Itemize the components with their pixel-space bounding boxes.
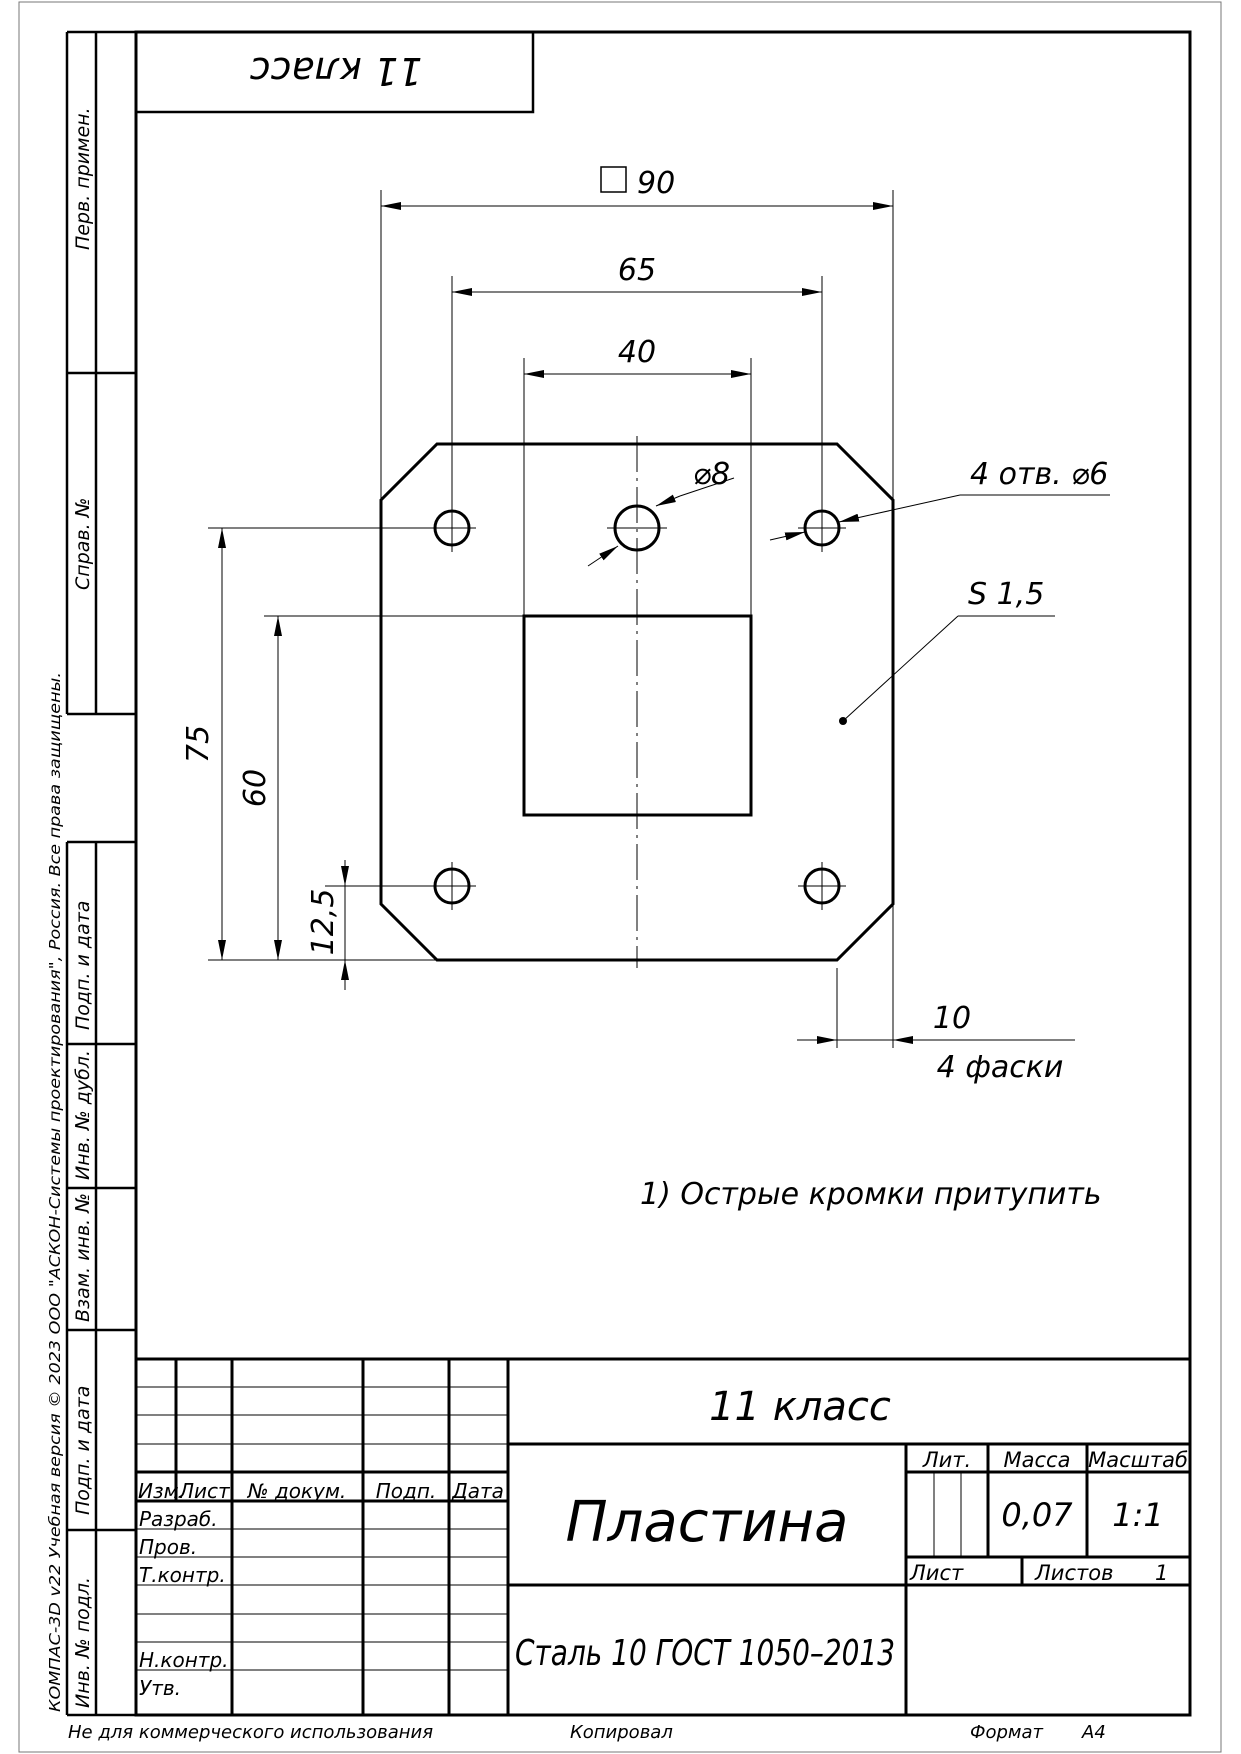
material: Сталь 10 ГОСТ 1050–2013 xyxy=(515,1633,895,1674)
role-utv: Утв. xyxy=(139,1676,181,1700)
role-prov: Пров. xyxy=(139,1535,197,1559)
dim-chamfer-note: 4 фаски xyxy=(937,1050,1064,1085)
thickness-leader-dot xyxy=(839,717,847,725)
role-razrab: Разраб. xyxy=(139,1507,218,1531)
side-label-vzam-inv: Взам. инв. № xyxy=(72,1193,94,1322)
massa-label: Масса xyxy=(1004,1448,1071,1472)
side-label-inv-podl: Инв. № подл. xyxy=(72,1577,94,1708)
masshtab-label: Масштаб xyxy=(1088,1448,1188,1472)
side-label-sprav-no: Справ. № xyxy=(72,498,94,590)
dim-60: 60 xyxy=(238,769,273,807)
designation: 11 класс xyxy=(709,1384,891,1430)
header-no-dokum: № докум. xyxy=(247,1479,347,1503)
role-nkontr: Н.контр. xyxy=(139,1648,229,1672)
top-stamp-box xyxy=(134,30,535,114)
thickness: S 1,5 xyxy=(968,577,1044,612)
footer-format-label: Формат xyxy=(970,1722,1044,1743)
header-podp: Подп. xyxy=(376,1479,437,1503)
top-stamp-text: 11 класс xyxy=(250,49,423,93)
side-label-perv-primen: Перв. примен. xyxy=(72,107,94,250)
header-data: Дата xyxy=(451,1479,504,1503)
sheets-label: Листов xyxy=(1034,1561,1113,1585)
title-block-grid xyxy=(136,1357,1190,1715)
dim-chamfer-value: 10 xyxy=(933,1001,971,1036)
trim-border xyxy=(18,1,1222,1753)
sheet-label: Лист xyxy=(909,1561,964,1585)
copyright-note: КОМПАС-3D v22 Учебная версия © 2023 ООО … xyxy=(46,672,64,1712)
footer-noncommercial: Не для коммерческого использования xyxy=(68,1722,433,1743)
square-symbol xyxy=(600,166,627,193)
dimension-lines xyxy=(208,190,1110,1048)
dim-hole8: ⌀8 xyxy=(693,457,730,492)
dim-40: 40 xyxy=(618,335,656,370)
dim-75: 75 xyxy=(181,725,216,763)
dim-65: 65 xyxy=(618,253,656,288)
main-frame xyxy=(134,30,1192,1717)
technical-note: 1) Острые кромки притупить xyxy=(640,1177,1102,1212)
side-label-podp-data-2: Подп. и дата xyxy=(72,1386,94,1515)
side-strip xyxy=(65,30,136,1717)
center-marks xyxy=(428,436,846,968)
role-tkontr: Т.контр. xyxy=(139,1563,226,1587)
side-label-inv-dubl: Инв. № дубл. xyxy=(72,1050,94,1180)
sheets-value: 1 xyxy=(1155,1561,1168,1585)
footer-format-value: А4 xyxy=(1081,1722,1106,1743)
part-name: Пластина xyxy=(566,1490,849,1555)
dim-holes: 4 отв. ⌀6 xyxy=(970,457,1108,492)
massa-value: 0,07 xyxy=(1001,1496,1073,1534)
header-izm: Изм. xyxy=(138,1479,185,1503)
dim-square-90: 90 xyxy=(637,166,675,201)
side-label-podp-data-1: Подп. и дата xyxy=(72,901,94,1030)
dim-12-5: 12,5 xyxy=(306,889,341,956)
lit-label: Лит. xyxy=(922,1448,971,1472)
footer-copied: Копировал xyxy=(570,1722,673,1743)
masshtab-value: 1:1 xyxy=(1112,1496,1164,1534)
header-list: Лист xyxy=(178,1479,231,1503)
